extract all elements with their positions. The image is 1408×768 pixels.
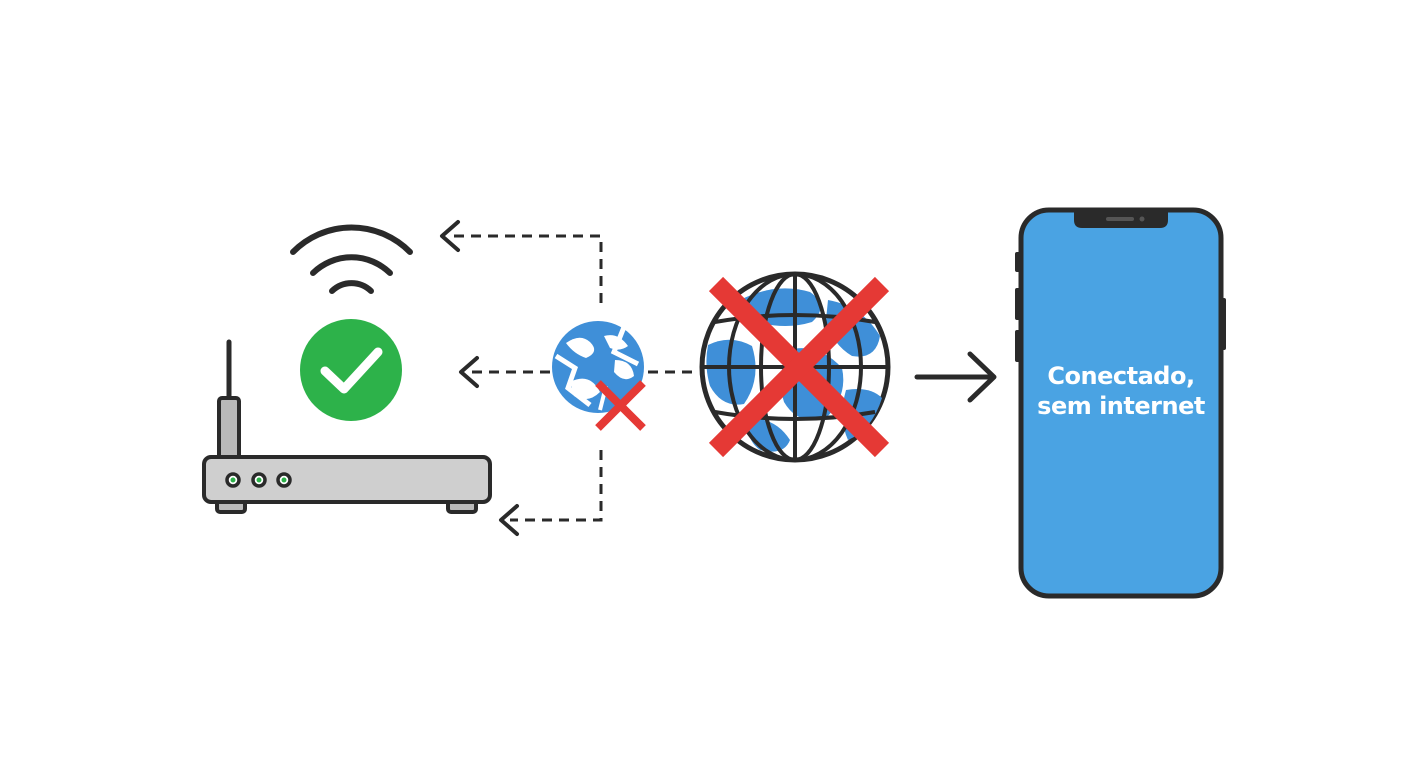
broken-globe-icon (552, 321, 644, 413)
phone-status-line-2: sem internet (1037, 392, 1205, 420)
arrow-right-icon (914, 351, 997, 403)
wifi-signal-icon (290, 224, 413, 294)
large-red-x-icon (708, 276, 890, 458)
red-x-icon (595, 380, 646, 431)
router-icon (202, 339, 492, 514)
dashed-arrowheads (440, 220, 519, 536)
dashed-connectors (452, 234, 697, 522)
green-checkmark-icon (300, 319, 402, 421)
phone-status-line-1: Conectado, (1047, 362, 1194, 390)
smartphone-icon: Conectado, sem internet (1015, 207, 1226, 599)
